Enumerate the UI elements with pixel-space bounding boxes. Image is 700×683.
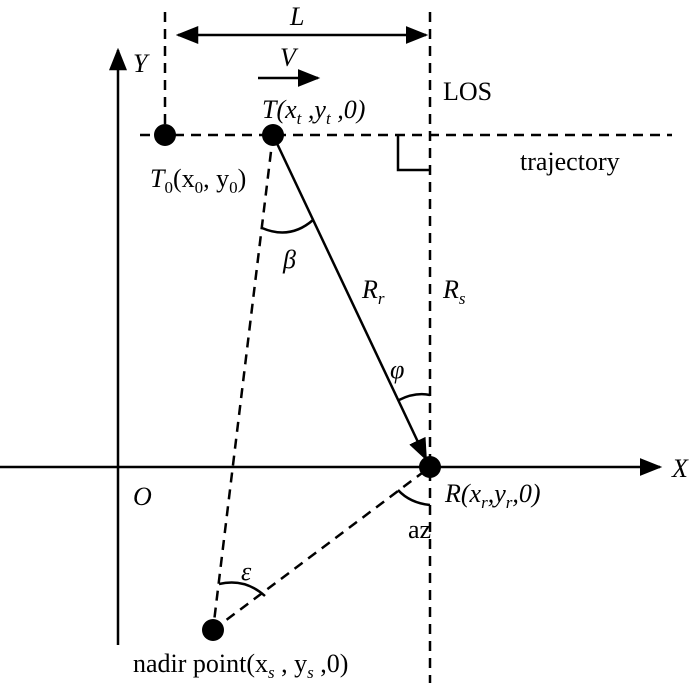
az-label: az xyxy=(408,515,431,544)
t-to-nadir-line xyxy=(211,134,275,631)
phi-label: φ xyxy=(390,355,404,384)
r-label: R(xr,yr,0) xyxy=(444,479,541,512)
x-axis-label: X xyxy=(671,454,689,483)
origin-label: O xyxy=(133,482,152,511)
nadir-point xyxy=(202,619,224,641)
los-label: LOS xyxy=(443,77,492,106)
t0-label: T0(x0, y0) xyxy=(150,164,246,197)
t0-point xyxy=(154,124,176,146)
r-point xyxy=(419,456,441,478)
nadir-label: nadir point(xs , ys ,0) xyxy=(133,649,348,682)
beta-arc xyxy=(261,219,314,234)
trajectory-label: trajectory xyxy=(520,147,620,176)
t-label: T(xt ,yt ,0) xyxy=(262,95,365,128)
az-arc xyxy=(397,489,431,507)
rs-label: Rs xyxy=(442,275,466,308)
y-axis-label: Y xyxy=(133,49,150,78)
phi-arc xyxy=(398,392,431,402)
distance-label: L xyxy=(289,2,304,31)
rr-arrow xyxy=(271,134,428,462)
t-point xyxy=(262,124,284,146)
epsilon-label: ε xyxy=(241,557,252,586)
nadir-to-r-line xyxy=(212,466,431,631)
right-angle-marker xyxy=(396,135,430,172)
epsilon-arc xyxy=(218,581,266,597)
velocity-label: V xyxy=(280,43,299,72)
rr-label: Rr xyxy=(361,275,385,308)
beta-label: β xyxy=(282,245,296,274)
